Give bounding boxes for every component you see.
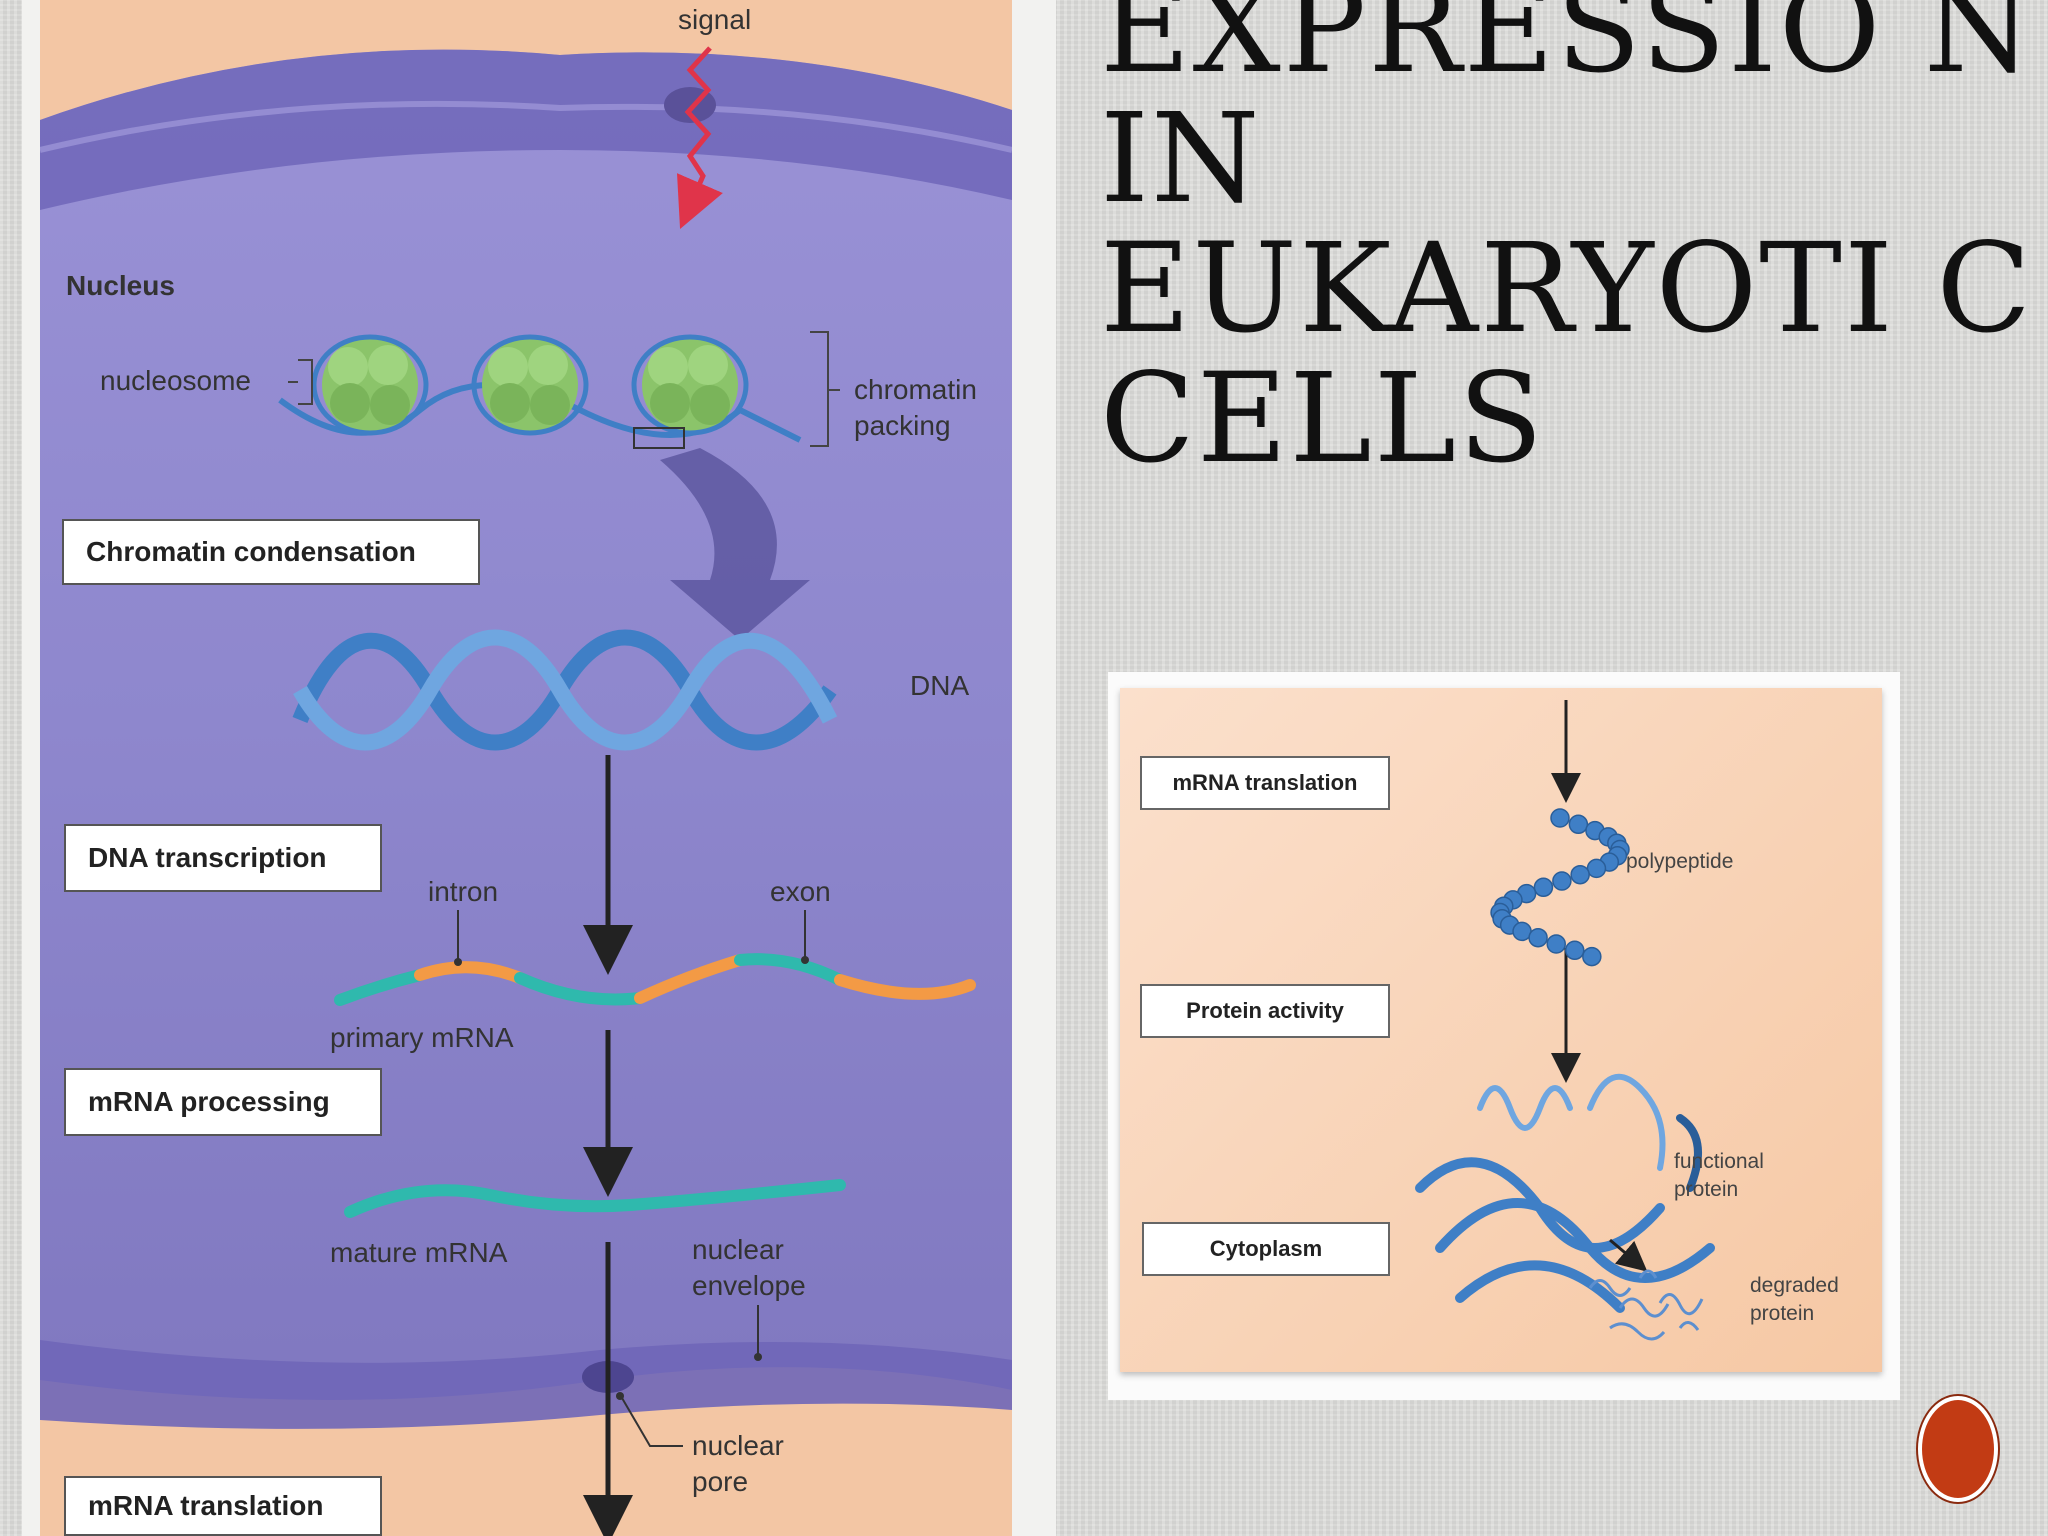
protein-diagram xyxy=(1415,700,1715,1341)
nuclear-envelope-top xyxy=(40,49,1012,210)
functional-protein-label: functional protein xyxy=(1674,1150,1764,1201)
nucleosome-1 xyxy=(311,334,429,436)
nucleosome-bracket xyxy=(288,359,313,405)
amino-acid-bead xyxy=(1568,814,1589,835)
polypeptide-label: polypeptide xyxy=(1626,850,1734,873)
dna-transcription-box: DNA transcription xyxy=(64,824,382,892)
amino-acid-bead xyxy=(1582,946,1602,967)
nucleosome-3 xyxy=(631,334,749,436)
polypeptide-chain xyxy=(1490,808,1630,967)
nucleus-diagram xyxy=(40,0,1012,1536)
nuclear-envelope-pointer-dot xyxy=(754,1353,762,1361)
next-slide-button[interactable] xyxy=(1918,1396,1998,1502)
amino-acid-bead xyxy=(1564,940,1585,961)
nucleus-label: Nucleus xyxy=(66,270,175,301)
dna-label: DNA xyxy=(910,670,970,701)
primary-mrna xyxy=(334,953,976,1006)
page-title: EXPRESSIO N IN EUKARYOTI C CELLS xyxy=(1100,0,2035,491)
intron-label: intron xyxy=(428,876,499,907)
chromatin-condensation-box: Chromatin condensation xyxy=(62,519,480,585)
nuclear-pore-label: nuclear pore xyxy=(692,1430,784,1497)
amino-acid-bead xyxy=(1528,927,1548,948)
mrna-processing-box: mRNA processing xyxy=(64,1068,382,1136)
nucleosome-label: nucleosome xyxy=(100,365,251,396)
chromatin-packing-bracket xyxy=(810,331,840,447)
exon-pointer-dot xyxy=(801,956,809,964)
functional-protein xyxy=(1415,1073,1715,1313)
nucleosome-2 xyxy=(471,334,589,436)
degradation-arrow xyxy=(1609,1238,1648,1272)
amino-acid-bead xyxy=(1550,808,1570,828)
nuclear-envelope-bottom xyxy=(40,1340,1012,1429)
chromatin-packing-label: chromatin packing xyxy=(854,374,977,441)
inset-mrna-translation-box: mRNA translation xyxy=(1140,756,1390,810)
zoom-arrow xyxy=(660,448,810,640)
protein-activity-box: Protein activity xyxy=(1140,984,1390,1038)
mature-mrna-label: mature mRNA xyxy=(330,1237,508,1268)
amino-acid-bead xyxy=(1533,877,1554,898)
exon-label: exon xyxy=(770,876,831,907)
amino-acid-bead xyxy=(1546,934,1566,954)
intron-pointer-dot xyxy=(454,958,462,966)
degraded-protein xyxy=(1588,1269,1704,1341)
cytoplasm-box: Cytoplasm xyxy=(1142,1222,1390,1276)
amino-acid-bead xyxy=(1586,858,1607,879)
primary-mrna-label: primary mRNA xyxy=(330,1022,514,1053)
nuclear-pore-pointer-dot xyxy=(616,1392,624,1400)
mature-mrna xyxy=(344,1179,846,1218)
amino-acid-bead xyxy=(1552,871,1572,891)
dna-double-helix xyxy=(292,629,838,751)
zoom-box xyxy=(633,427,685,449)
nuclear-pore-pointer xyxy=(621,1397,683,1447)
signal-label: signal xyxy=(678,4,752,35)
amino-acid-bead xyxy=(1570,864,1590,885)
nuclear-envelope-label: nuclear envelope xyxy=(692,1234,806,1301)
degraded-protein-label: degraded protein xyxy=(1750,1274,1839,1325)
signal-arrow xyxy=(677,46,723,229)
mrna-translation-box: mRNA translation xyxy=(64,1476,382,1536)
nuclear-envelope-top-inner xyxy=(40,100,1012,153)
